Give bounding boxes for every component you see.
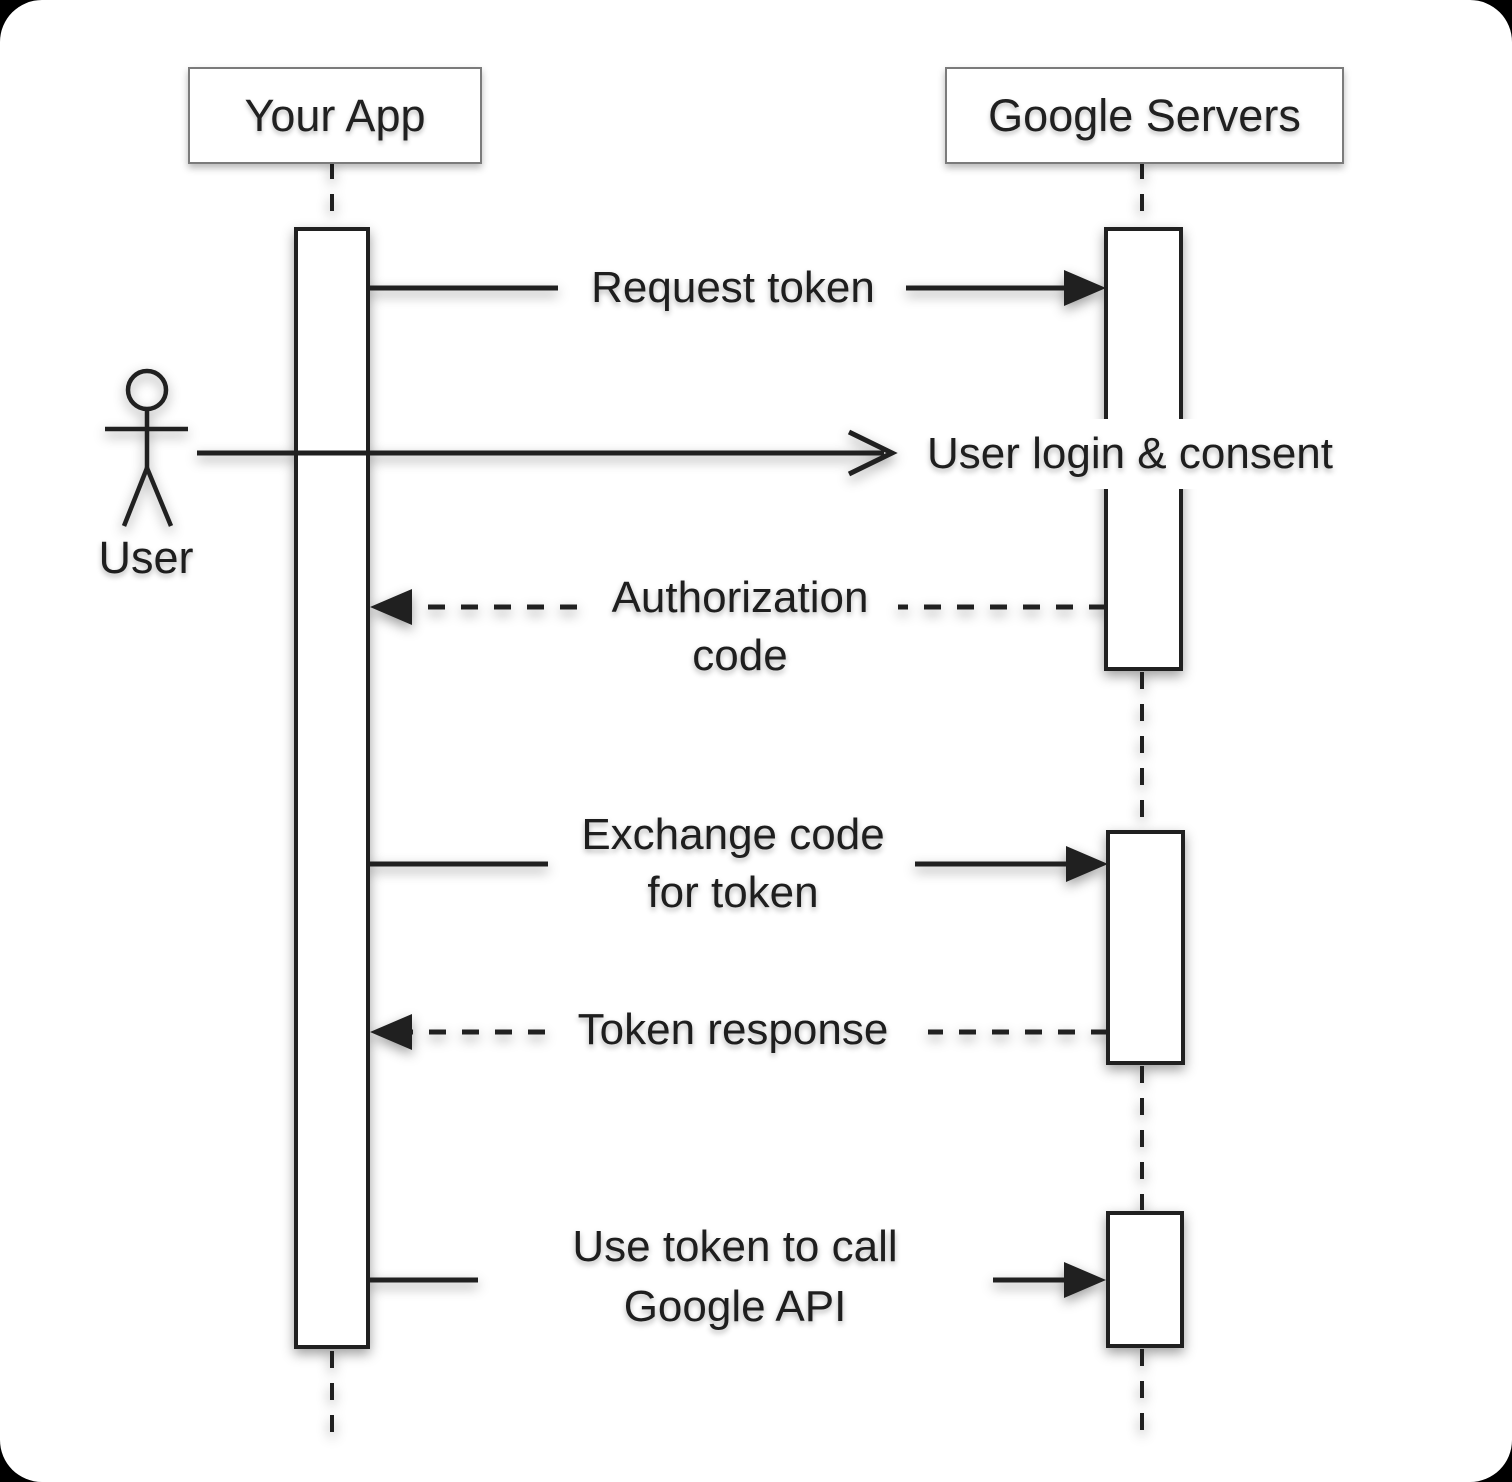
actor-left-leg (121, 467, 150, 527)
actor-right-leg (144, 467, 174, 527)
message-label-request-token: Request token (581, 259, 885, 317)
message-label-token-response: Token response (567, 1001, 899, 1059)
arrowhead-solid (1064, 270, 1106, 306)
participant-label-your-app: Your App (244, 89, 426, 141)
app-activation-bar (294, 227, 370, 1349)
arrowhead-solid (1066, 846, 1108, 882)
google-activation-bar-2 (1106, 830, 1185, 1065)
arrowhead-solid (370, 1014, 412, 1050)
arrowhead-solid (1064, 1262, 1106, 1298)
arrow-user-login (197, 429, 898, 477)
message-label-authorization-code: Authorization code (601, 569, 879, 685)
message-label-user-login-consent: User login & consent (915, 419, 1345, 489)
arrow-use-token (368, 1262, 1106, 1298)
arrowhead-solid (370, 589, 412, 625)
participant-box-your-app: Your App (188, 67, 482, 164)
arrow-exchange-code (368, 846, 1108, 882)
participant-box-google-servers: Google Servers (945, 67, 1344, 164)
actor-head (125, 368, 169, 412)
google-activation-bar-3 (1106, 1211, 1184, 1348)
message-label-exchange-code: Exchange code for token (571, 806, 895, 922)
user-actor-icon (105, 368, 188, 527)
arrow-authorization-code (370, 589, 1106, 625)
activation-bars (294, 227, 1185, 1349)
arrowhead-open (847, 429, 898, 477)
actor-label-user: User (98, 532, 194, 583)
arrow-token-response (370, 1014, 1108, 1050)
lifelines (330, 162, 1144, 1442)
arrow-request-token (368, 270, 1106, 306)
message-label-use-token: Use token to call Google API (562, 1217, 908, 1337)
participant-label-google-servers: Google Servers (988, 89, 1301, 141)
